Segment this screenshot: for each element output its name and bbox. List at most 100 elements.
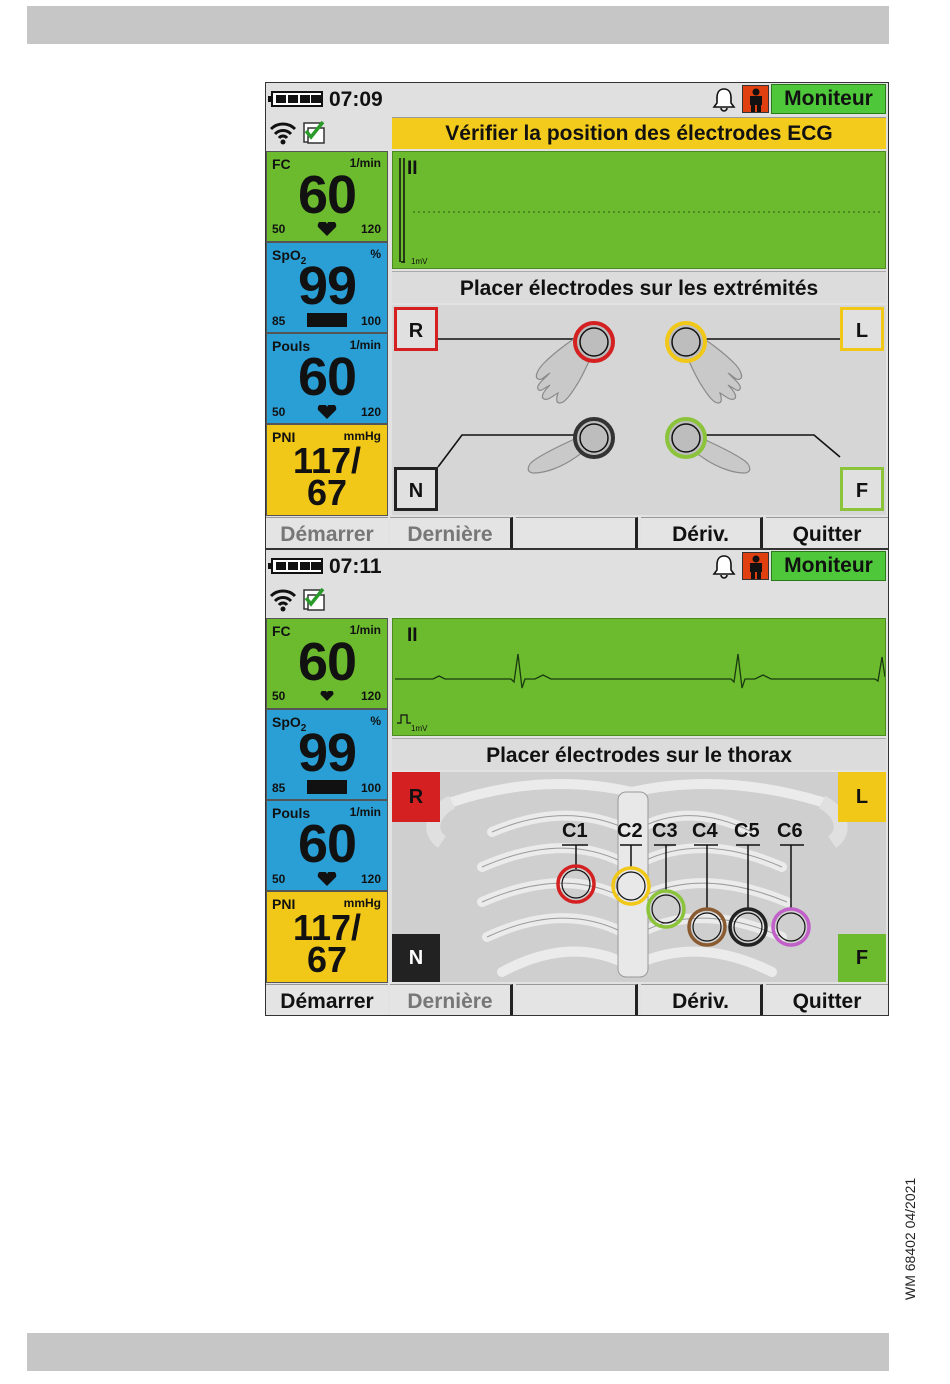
clock: 07:11 [329,555,382,578]
ecg-waveform: II 1mV [392,151,886,269]
spo2-high-limit: 100 [360,781,381,795]
heart-icon [320,691,334,701]
clock: 07:09 [329,88,383,111]
ecg-trace [399,158,883,263]
chest-label-c6: C6 [777,820,803,842]
nibp-tile[interactable]: PNI mmHg 117/ 67 [266,891,388,983]
spo2-unit: % [370,247,381,261]
nibp-tile[interactable]: PNI mmHg 117/ 67 [266,424,388,516]
page-footer-bar [27,1333,889,1371]
monitor-screen-1: 07:09 Moniteur Vérifier la position des … [265,82,889,549]
nibp-systolic: 117/ [292,440,362,481]
placement-title: Placer électrodes sur le thorax [392,738,886,770]
hr-value: 60 [297,165,357,225]
battery-icon [268,558,323,574]
perfusion-bar [307,313,347,327]
wifi-icon [269,122,297,145]
empty-softkey[interactable] [516,517,638,548]
pulse-low-limit: 50 [272,405,286,419]
chest-label-c1: C1 [562,820,588,842]
spo2-low-limit: 85 [272,314,286,328]
electrode-r-box: R [394,307,438,351]
document-reference: WM 68402 04/2021 [902,1177,918,1300]
spo2-low-limit: 85 [272,781,286,795]
chest-electrode-diagram: C1 C2 C3 C4 C5 C6 R L N F [392,772,886,982]
hr-label: FC [272,156,291,172]
alarm-bell-icon[interactable] [710,553,738,580]
chest-diagram-graphic [426,779,848,978]
quit-button[interactable]: Quitter [766,984,888,1015]
monitor-screen-2: 07:11 Moniteur FC 1/min 60 50 120 SpO2 %… [265,549,889,1016]
last-button[interactable]: Dernière [390,517,513,548]
placement-title: Placer électrodes sur les extrémités [392,271,886,303]
pulse-value: 60 [297,814,357,874]
mode-indicator[interactable]: Moniteur [771,84,886,114]
spo2-tile[interactable]: SpO2 % 99 85 100 [266,242,388,333]
ecg-scale: 1mV [411,257,428,266]
electrode-r-box: R [392,772,440,822]
pulse-unit: 1/min [349,805,381,819]
transfer-check-icon [303,120,325,144]
limb-diagram-graphic [437,321,841,474]
patient-type-icon[interactable] [742,552,769,580]
nibp-label: PNI [272,896,296,912]
last-button[interactable]: Dernière [390,984,513,1015]
pulse-tile[interactable]: Pouls 1/min 60 50 120 [266,333,388,424]
lead-button[interactable]: Dériv. [641,517,763,548]
nibp-systolic: 117/ [292,907,362,948]
nibp-label: PNI [272,429,296,445]
mode-indicator[interactable]: Moniteur [771,551,886,581]
lead-button[interactable]: Dériv. [641,984,763,1015]
pulse-label: Pouls [272,338,311,354]
chest-label-c3: C3 [652,820,678,842]
status-row [266,582,888,616]
chest-label-c2: C2 [617,820,643,842]
hr-tile[interactable]: FC 1/min 60 50 120 [266,618,388,709]
ecg-lead-label: II [407,158,418,179]
pulse-low-limit: 50 [272,872,286,886]
hr-value: 60 [297,632,357,692]
hr-tile[interactable]: FC 1/min 60 50 120 [266,151,388,242]
status-header: 07:11 Moniteur [266,550,888,582]
pulse-tile[interactable]: Pouls 1/min 60 50 120 [266,800,388,891]
pulse-high-limit: 120 [360,872,381,886]
electrode-l-box: L [838,772,886,822]
hr-unit: 1/min [349,156,381,170]
spo2-high-limit: 100 [360,314,381,328]
nibp-diastolic: 67 [306,472,348,513]
pulse-label: Pouls [272,805,311,821]
spo2-value: 99 [297,256,357,316]
nibp-unit: mmHg [343,429,381,443]
ecg-lead-label: II [407,625,418,646]
spo2-value: 99 [297,723,357,783]
hr-low-limit: 50 [272,222,286,236]
patient-type-icon[interactable] [742,85,769,113]
hr-high-limit: 120 [360,689,381,703]
heart-icon [317,222,337,236]
electrode-n-box: N [392,934,440,982]
spo2-tile[interactable]: SpO2 % 99 85 100 [266,709,388,800]
electrode-n-box: N [394,467,438,511]
electrode-l-box: L [840,307,884,351]
empty-softkey[interactable] [516,984,638,1015]
quit-button[interactable]: Quitter [766,517,888,548]
limb-electrode-diagram: R L N F [392,305,886,515]
chest-label-c5: C5 [734,820,760,842]
status-header: 07:09 Moniteur [266,83,888,115]
hr-unit: 1/min [349,623,381,637]
alarm-bell-icon[interactable] [710,86,738,113]
hr-low-limit: 50 [272,689,286,703]
electrode-f-box: F [838,934,886,982]
ecg-scale: 1mV [411,724,428,733]
start-button[interactable]: Démarrer [266,517,388,548]
spo2-label: SpO2 [272,247,307,267]
start-button[interactable]: Démarrer [266,984,388,1015]
pulse-value: 60 [297,347,357,407]
alert-banner: Vérifier la position des électrodes ECG [392,117,886,149]
electrode-f-box: F [840,467,884,511]
heart-icon [317,405,337,419]
nibp-unit: mmHg [343,896,381,910]
pulse-unit: 1/min [349,338,381,352]
spo2-label: SpO2 [272,714,307,734]
perfusion-bar [307,780,347,794]
